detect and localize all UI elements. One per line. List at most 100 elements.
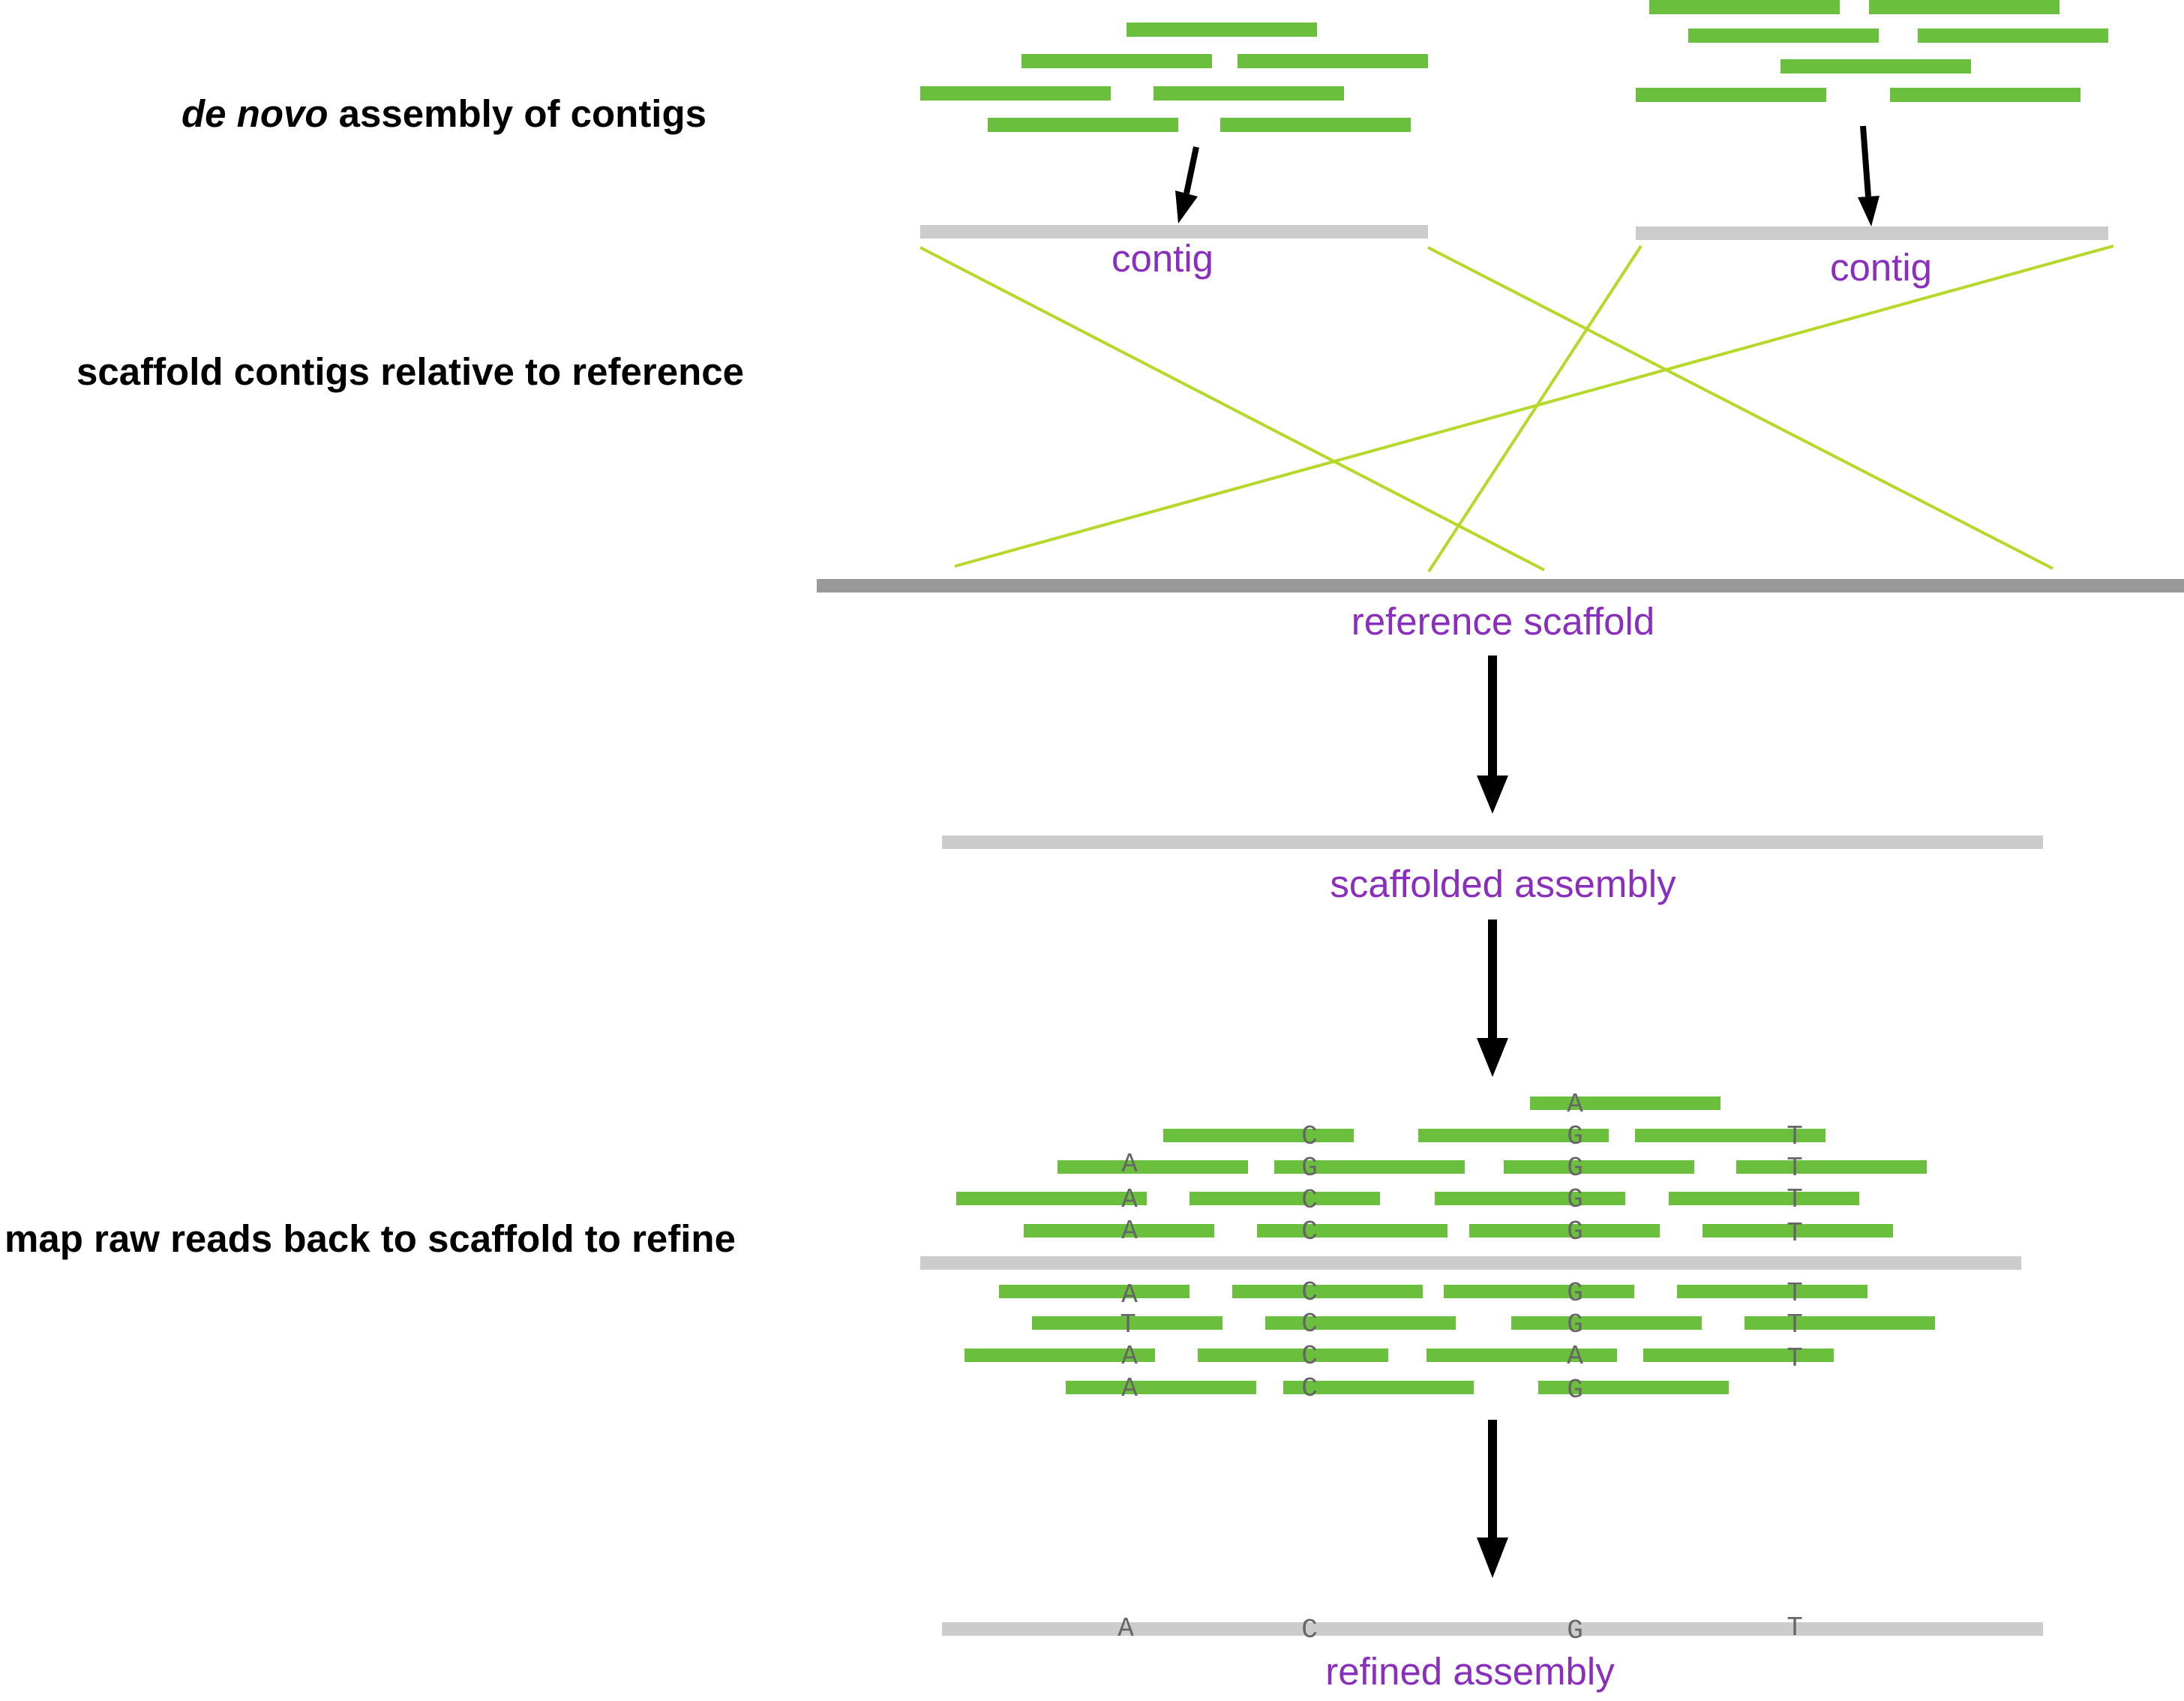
base-letter: A [1121, 1341, 1138, 1372]
read-bar [999, 1285, 1190, 1298]
step-label-map-raw-reads: map raw reads back to scaffold to refine [4, 1217, 736, 1260]
read-bar [1918, 28, 2108, 43]
read-bar [1688, 28, 1879, 43]
read-bar [1677, 1285, 1868, 1298]
read-bar [1636, 88, 1826, 102]
read-bar [1780, 59, 1971, 74]
arrow-reads-to-left-contig [1175, 146, 1199, 224]
refined-assembly-label: refined assembly [1325, 1650, 1615, 1693]
base-letter: T [1786, 1153, 1803, 1184]
arrow-reads-to-right-contig [1858, 125, 1880, 226]
read-bar [1643, 1348, 1834, 1362]
read-bar [1126, 22, 1317, 37]
read-bar [1032, 1316, 1222, 1330]
read-bar [1669, 1192, 1859, 1205]
read-bar [1469, 1224, 1660, 1238]
mapped-bases-lower: A C G T T C G T A C A T A C G [1120, 1277, 1803, 1406]
read-bar [1024, 1224, 1214, 1238]
mapping-line [1427, 246, 2054, 570]
read-bar [1058, 1160, 1248, 1174]
base-letter: T [1786, 1310, 1803, 1340]
base-letter: T [1786, 1121, 1803, 1152]
base-letter: G [1567, 1121, 1583, 1152]
base-letter: T [1120, 1310, 1136, 1340]
read-bar [1232, 1285, 1423, 1298]
read-bar [1744, 1316, 1935, 1330]
read-bar [1435, 1192, 1625, 1205]
base-letter: G [1301, 1153, 1318, 1184]
read-bar [988, 118, 1178, 132]
read-bar [1736, 1160, 1927, 1174]
base-letter: C [1301, 1277, 1318, 1308]
base-letter: G [1567, 1278, 1583, 1309]
read-bar [1426, 1348, 1617, 1362]
base-letter: G [1567, 1153, 1583, 1184]
base-letter: A [1121, 1280, 1138, 1310]
base-letter: A [1121, 1149, 1138, 1180]
arrow-to-refined-assembly [1477, 1420, 1508, 1578]
contig-mapping-lines [920, 244, 2114, 573]
read-bar [1265, 1316, 1456, 1330]
step-label-scaffold-contigs: scaffold contigs relative to reference [76, 350, 744, 393]
base-letter: C [1301, 1121, 1318, 1152]
base-letter: T [1786, 1343, 1803, 1374]
read-bar [1538, 1381, 1729, 1394]
contig-bar-right [1636, 226, 2108, 240]
read-bar [1066, 1381, 1256, 1394]
base-letter: C [1301, 1373, 1318, 1404]
read-bar [1257, 1224, 1448, 1238]
read-bar [1274, 1160, 1465, 1174]
base-letter: A [1121, 1216, 1138, 1246]
read-bar [1511, 1316, 1702, 1330]
base-letter: G [1567, 1310, 1583, 1340]
arrow-to-scaffolded-assembly [1477, 656, 1508, 814]
reference-scaffold-label: reference scaffold [1352, 600, 1654, 643]
base-letter: T [1786, 1218, 1803, 1249]
read-bar [1702, 1224, 1893, 1238]
mapping-scaffold-bar [920, 1256, 2021, 1270]
base-letter: T [1786, 1184, 1803, 1215]
read-bar [1890, 88, 2080, 102]
refined-bases: A C G T [1118, 1612, 1803, 1646]
read-bar [1444, 1285, 1634, 1298]
reference-scaffold-bar [817, 579, 2184, 592]
read-bar [1649, 0, 1840, 14]
right-contig-reads [1636, 0, 2108, 102]
mapping-line [1427, 244, 1642, 573]
read-bar [1418, 1129, 1609, 1142]
mapped-bases-upper: A C G T A G G T A C G T A C G T [1121, 1089, 1803, 1249]
refined-assembly-bar [942, 1622, 2043, 1636]
base-letter: G [1567, 1616, 1583, 1646]
mapping-line [920, 246, 1545, 572]
scaffolded-assembly-bar [942, 836, 2043, 849]
read-bar [1869, 0, 2060, 14]
base-letter: G [1567, 1216, 1583, 1247]
contig-bar-left [920, 225, 1428, 238]
read-bar [1238, 54, 1428, 68]
mapped-reads-upper [956, 1096, 1927, 1238]
read-bar [1198, 1348, 1388, 1362]
read-bar [964, 1348, 1155, 1362]
base-letter: G [1567, 1375, 1583, 1406]
read-bar [1022, 54, 1212, 68]
contig-label-left: contig [1112, 237, 1214, 280]
base-letter: T [1786, 1278, 1803, 1309]
contig-label-right: contig [1830, 246, 1932, 289]
mapping-line [954, 244, 2114, 568]
base-letter: C [1301, 1309, 1318, 1340]
read-bar [920, 86, 1111, 100]
base-letter: C [1301, 1341, 1318, 1372]
read-bar [1190, 1192, 1380, 1205]
base-letter: C [1301, 1216, 1318, 1247]
read-bar [1635, 1129, 1826, 1142]
read-bar [1163, 1129, 1354, 1142]
read-bar [1220, 118, 1411, 132]
step-label-de-novo-assembly: de novo assembly of contigs [182, 92, 706, 135]
arrow-to-read-mapping [1477, 920, 1508, 1077]
read-bar [1504, 1160, 1694, 1174]
left-contig-reads [920, 22, 1428, 132]
base-letter: C [1301, 1615, 1318, 1646]
read-bar [1283, 1381, 1474, 1394]
